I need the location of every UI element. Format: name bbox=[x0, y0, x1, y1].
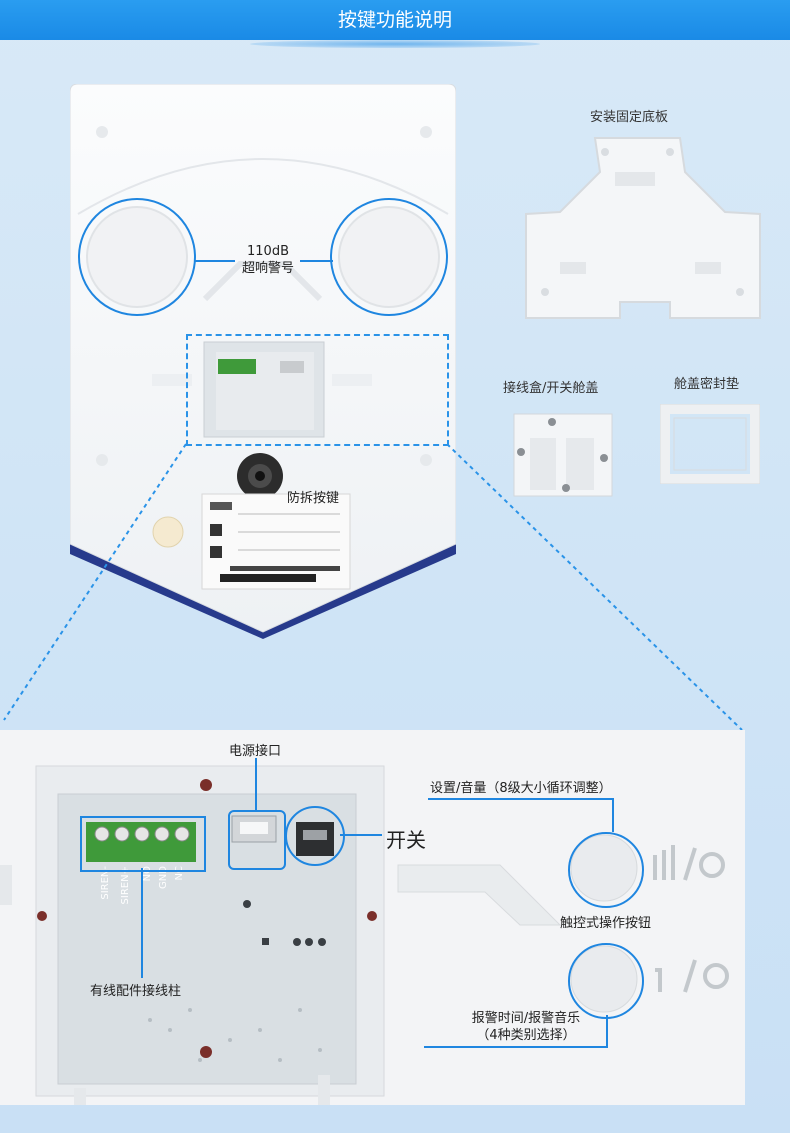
alarm-leader-h bbox=[424, 1046, 608, 1048]
junction-box-label: 接线盒/开关舱盖 bbox=[503, 381, 599, 396]
settings-leader-v bbox=[612, 798, 614, 832]
terminal-leader bbox=[141, 868, 143, 978]
alarm-leader-v bbox=[606, 1015, 608, 1047]
compartment-highlight bbox=[186, 334, 449, 446]
header-bar bbox=[0, 0, 790, 40]
siren-leader-left bbox=[195, 260, 235, 262]
zoom-connector-lines bbox=[3, 443, 743, 731]
alarm-time-line2: （4种类别选择） bbox=[476, 1028, 576, 1043]
settings-leader-h bbox=[428, 798, 614, 800]
power-port-label: 电源接口 bbox=[229, 744, 282, 759]
settings-button-highlight bbox=[568, 832, 644, 908]
settings-label: 设置/音量（8级大小循环调整） bbox=[430, 781, 612, 796]
terminals-label: 有线配件接线柱 bbox=[90, 984, 182, 999]
mounting-plate-image bbox=[525, 137, 761, 319]
switch-label: 开关 bbox=[386, 828, 426, 852]
touch-buttons-label: 触控式操作按钮 bbox=[560, 916, 652, 931]
alarm-time-line1: 报警时间/报警音乐 bbox=[471, 1011, 581, 1026]
siren-label-line1: 110dB bbox=[247, 244, 289, 259]
switch-leader bbox=[340, 834, 382, 836]
tamper-button-label: 防拆按键 bbox=[287, 491, 340, 506]
power-port-leader bbox=[255, 758, 257, 812]
gasket-label: 舱盖密封垫 bbox=[674, 377, 740, 392]
alarm-time-label: 报警时间/报警音乐 （4种类别选择） bbox=[446, 1010, 606, 1044]
alarm-device-front bbox=[70, 84, 456, 639]
detail-panel bbox=[0, 730, 745, 1105]
page-title: 按键功能说明 bbox=[337, 9, 452, 31]
mounting-plate-label: 安装固定底板 bbox=[590, 110, 669, 125]
junction-box-image bbox=[513, 413, 613, 497]
siren-label-line2: 超响警号 bbox=[241, 261, 294, 276]
gasket-image bbox=[660, 404, 760, 484]
siren-label: 110dB 超响警号 bbox=[228, 243, 308, 277]
siren-leader-right bbox=[300, 260, 333, 262]
header-shadow bbox=[250, 40, 540, 48]
power-port-highlight bbox=[228, 810, 286, 870]
terminal-pin-labels: NC GND NO SIREN+ SIREN- bbox=[96, 866, 206, 916]
alarm-button-highlight bbox=[568, 943, 644, 1019]
terminal-highlight bbox=[80, 816, 206, 872]
switch-highlight bbox=[285, 806, 345, 866]
